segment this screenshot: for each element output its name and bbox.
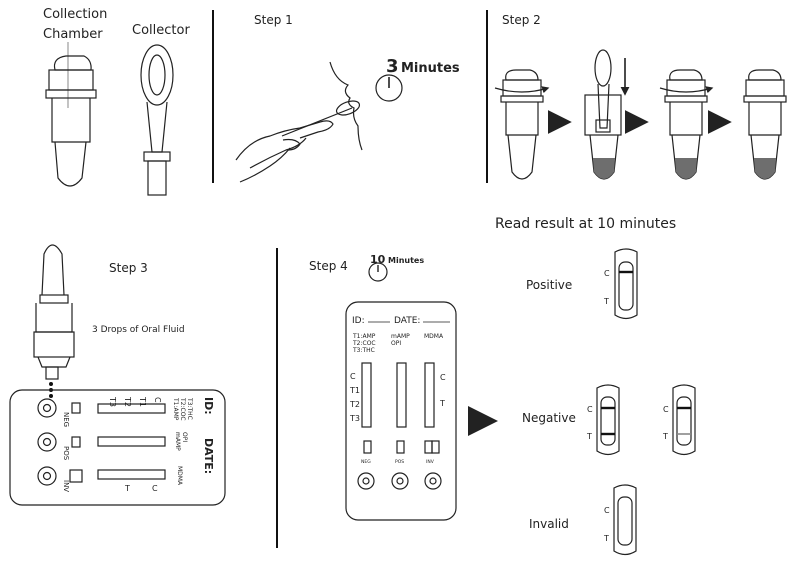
result-invalid-c: C [604, 506, 610, 515]
step4-card-id: ID: [352, 316, 365, 326]
result-negative-2-c: C [663, 405, 669, 414]
step3-window-t2: T2 [123, 396, 132, 407]
step4-mark-t3: T3 [349, 414, 360, 423]
step3-title: Step 3 [109, 261, 148, 275]
step4-card-date: DATE: [394, 316, 420, 326]
step3-dropper-tube [33, 244, 75, 380]
step4-mark-t1: T1 [349, 386, 360, 395]
step4-col3-mdma: MDMA [424, 333, 444, 340]
step4-mark-c: C [350, 372, 356, 381]
result-positive-strip [614, 248, 638, 320]
step4-title: Step 4 [309, 259, 348, 273]
twist-arrow-icon [659, 86, 714, 94]
hand-icon [235, 120, 334, 183]
step3-drug-t2: T2:COC [179, 397, 186, 421]
step4-col2-opi: OPI [391, 340, 401, 347]
step3-small-label-inv: INV [62, 480, 70, 492]
step4-col1-t1: T1:AMP [352, 333, 376, 340]
result-negative-strip-1 [596, 384, 620, 456]
step4-time-number: 10 [370, 253, 386, 266]
step3-small-label-pos: POS [62, 446, 70, 461]
step3-window-c: C [153, 397, 162, 403]
result-negative-label: Negative [522, 411, 576, 425]
result-positive-t: T [603, 297, 609, 306]
step3-drug-t1: T1:AMP [172, 397, 179, 421]
drops-label: 3 Drops of Oral Fluid [92, 325, 185, 335]
step4-col1-t3: T3:THC [352, 347, 375, 354]
result-negative-2-t: T [662, 432, 668, 441]
result-invalid-strip [613, 484, 637, 556]
step3-window-c2: C [152, 484, 158, 493]
clock-icon [368, 262, 388, 282]
result-invalid-t: T [603, 534, 609, 543]
step4-mark-right-t: T [439, 399, 445, 408]
clock-icon [375, 74, 403, 102]
result-positive-c: C [604, 269, 610, 278]
step1-time-unit: Minutes [401, 61, 460, 76]
collector-in-mouth [281, 107, 353, 137]
step3-drug-mamp: mAMP [174, 432, 181, 451]
results-heading: Read result at 10 minutes [495, 216, 676, 232]
step4-col1-t2: T2:COC [352, 340, 376, 347]
face-icon [329, 61, 363, 151]
step4-mark-right-c: C [440, 373, 446, 382]
step3-drug-t3: T3:THC [186, 397, 193, 420]
step2-title: Step 2 [502, 13, 541, 27]
result-positive-label: Positive [526, 278, 572, 292]
step3-drug-opi: OPI [181, 432, 188, 442]
step3-window-t3: T3 [108, 396, 117, 407]
result-negative-1-t: T [586, 432, 592, 441]
step2-tube-collector [584, 49, 630, 180]
step2-tube-open [494, 69, 550, 180]
collection-chamber-label-1: Collection [43, 7, 107, 22]
step3-window-t1: T1 [138, 396, 147, 407]
step2-tube-capped [659, 69, 714, 180]
result-negative-1-c: C [587, 405, 593, 414]
step4-small-pos: POS [395, 459, 404, 465]
step4-small-neg: NEG [361, 459, 371, 465]
step2-tube-ready [743, 69, 787, 180]
step1-title: Step 1 [254, 13, 293, 27]
twist-arrow-icon [494, 86, 550, 94]
collection-chamber-label-2: Chamber [43, 27, 103, 42]
step3-small-label-neg: NEG [62, 412, 70, 427]
step4-small-inv: INV [426, 459, 435, 465]
collection-chamber [45, 55, 97, 187]
step3-card-id: ID: [202, 397, 215, 415]
step4-col2-mamp: mAMP [391, 333, 410, 340]
collector [140, 44, 174, 196]
result-negative-strip-2 [672, 384, 696, 456]
step3-drug-mdma: MDMA [176, 466, 183, 486]
step4-mark-t2: T2 [349, 400, 360, 409]
collector-label: Collector [132, 23, 190, 38]
step3-window-t: T [124, 484, 130, 493]
step4-time-unit: Minutes [388, 256, 424, 265]
result-invalid-label: Invalid [529, 517, 569, 531]
step3-card-date: DATE: [202, 438, 215, 474]
step4-test-card [345, 301, 457, 521]
step1-time-number: 3 [386, 56, 399, 77]
step3-test-card [9, 389, 226, 506]
